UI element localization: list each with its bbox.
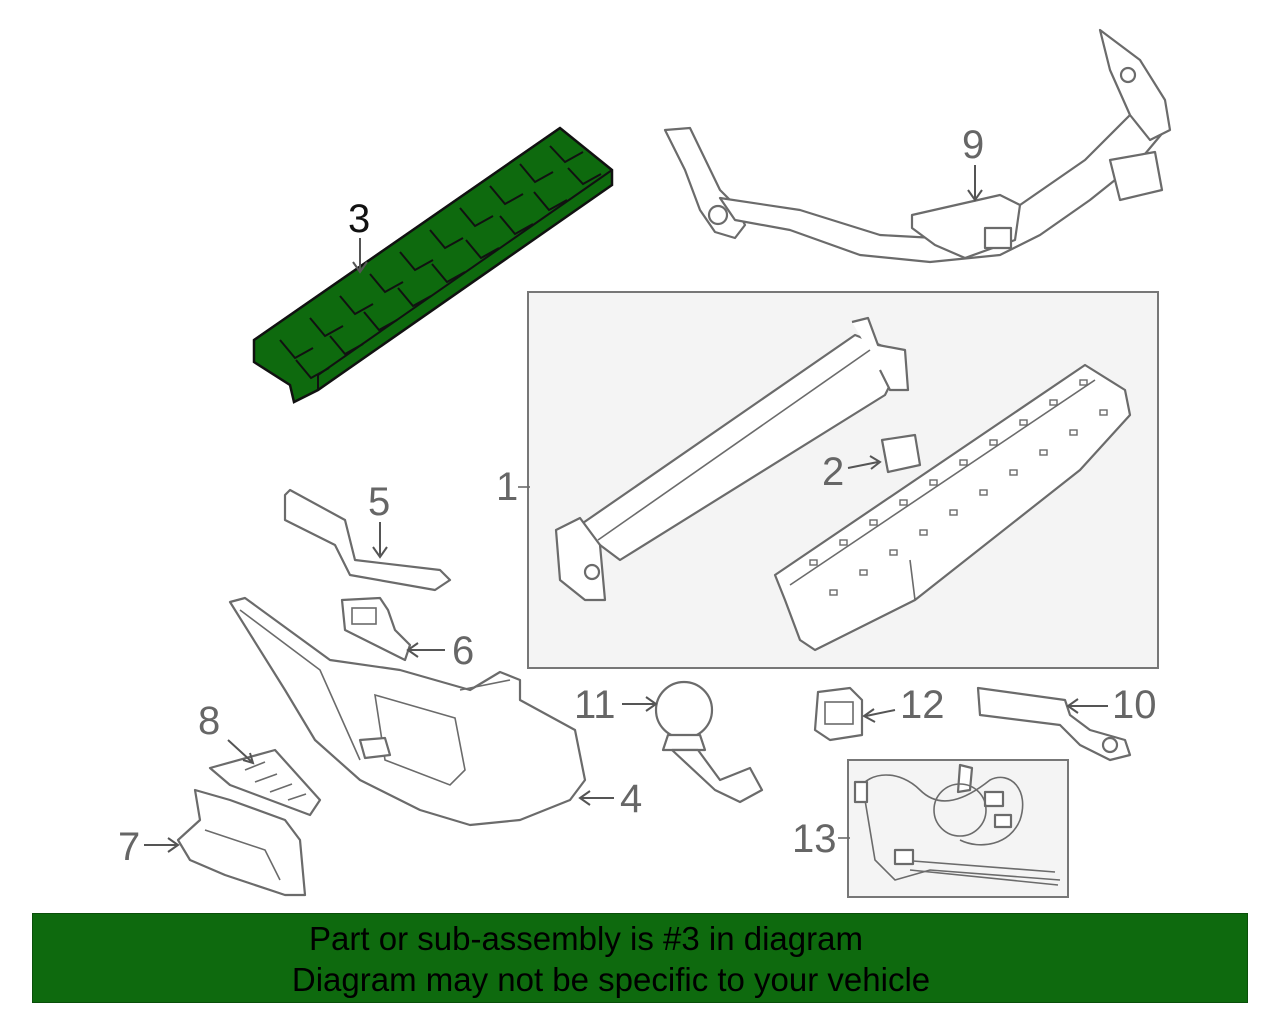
callout-2: 2 xyxy=(822,450,844,494)
part-1-reinforcement[interactable] xyxy=(554,316,910,602)
callout-11: 11 xyxy=(574,683,616,727)
part-13-wiring-harness[interactable] xyxy=(853,763,1061,886)
part-3-step-pad[interactable] xyxy=(252,126,614,404)
callout-7-arrow xyxy=(144,837,180,853)
part-8-trim[interactable] xyxy=(208,748,322,817)
callout-7: 7 xyxy=(118,825,140,869)
part-4-bumper-cover[interactable] xyxy=(228,596,587,827)
callout-11-arrow xyxy=(622,696,658,712)
info-banner: Part or sub-assembly is #3 in diagram Di… xyxy=(32,913,1248,1003)
part-6-bracket[interactable] xyxy=(340,596,412,662)
banner-part-note: Part or sub-assembly is #3 in diagram xyxy=(309,920,863,957)
callout-8: 8 xyxy=(198,699,220,743)
callout-4: 4 xyxy=(620,777,642,821)
callout-10: 10 xyxy=(1112,683,1157,727)
callout-9: 9 xyxy=(962,123,984,167)
callout-13: 13 xyxy=(792,817,837,861)
callout-4-arrow xyxy=(578,790,614,806)
callout-12-arrow xyxy=(862,708,896,723)
callout-3-arrow xyxy=(352,238,368,274)
part-11-hitch-ball[interactable] xyxy=(654,680,764,804)
callout-6-arrow xyxy=(406,642,445,658)
callout-12: 12 xyxy=(900,683,945,727)
callout-2-arrow xyxy=(847,455,882,470)
callout-1: 1 xyxy=(496,465,518,509)
part-9-hitch[interactable] xyxy=(663,28,1172,264)
part-5-bracket[interactable] xyxy=(283,488,452,592)
part-1-bumper-beam[interactable] xyxy=(773,363,1132,652)
banner-disclaimer: Diagram may not be specific to your vehi… xyxy=(291,961,931,998)
callout-9-arrow xyxy=(967,165,983,202)
callout-10-arrow xyxy=(1066,698,1108,714)
callout-3: 3 xyxy=(348,197,370,241)
callout-5-arrow xyxy=(372,522,388,559)
callout-5: 5 xyxy=(368,480,390,524)
callout-8-arrow xyxy=(227,739,255,765)
part-12-connector[interactable] xyxy=(813,686,864,742)
parts-diagram: 3 9 xyxy=(118,28,1172,898)
part-2-clip[interactable] xyxy=(880,433,922,474)
part-10-ball-mount[interactable] xyxy=(976,686,1132,762)
part-7-bezel[interactable] xyxy=(176,788,307,897)
callout-6: 6 xyxy=(452,629,474,673)
